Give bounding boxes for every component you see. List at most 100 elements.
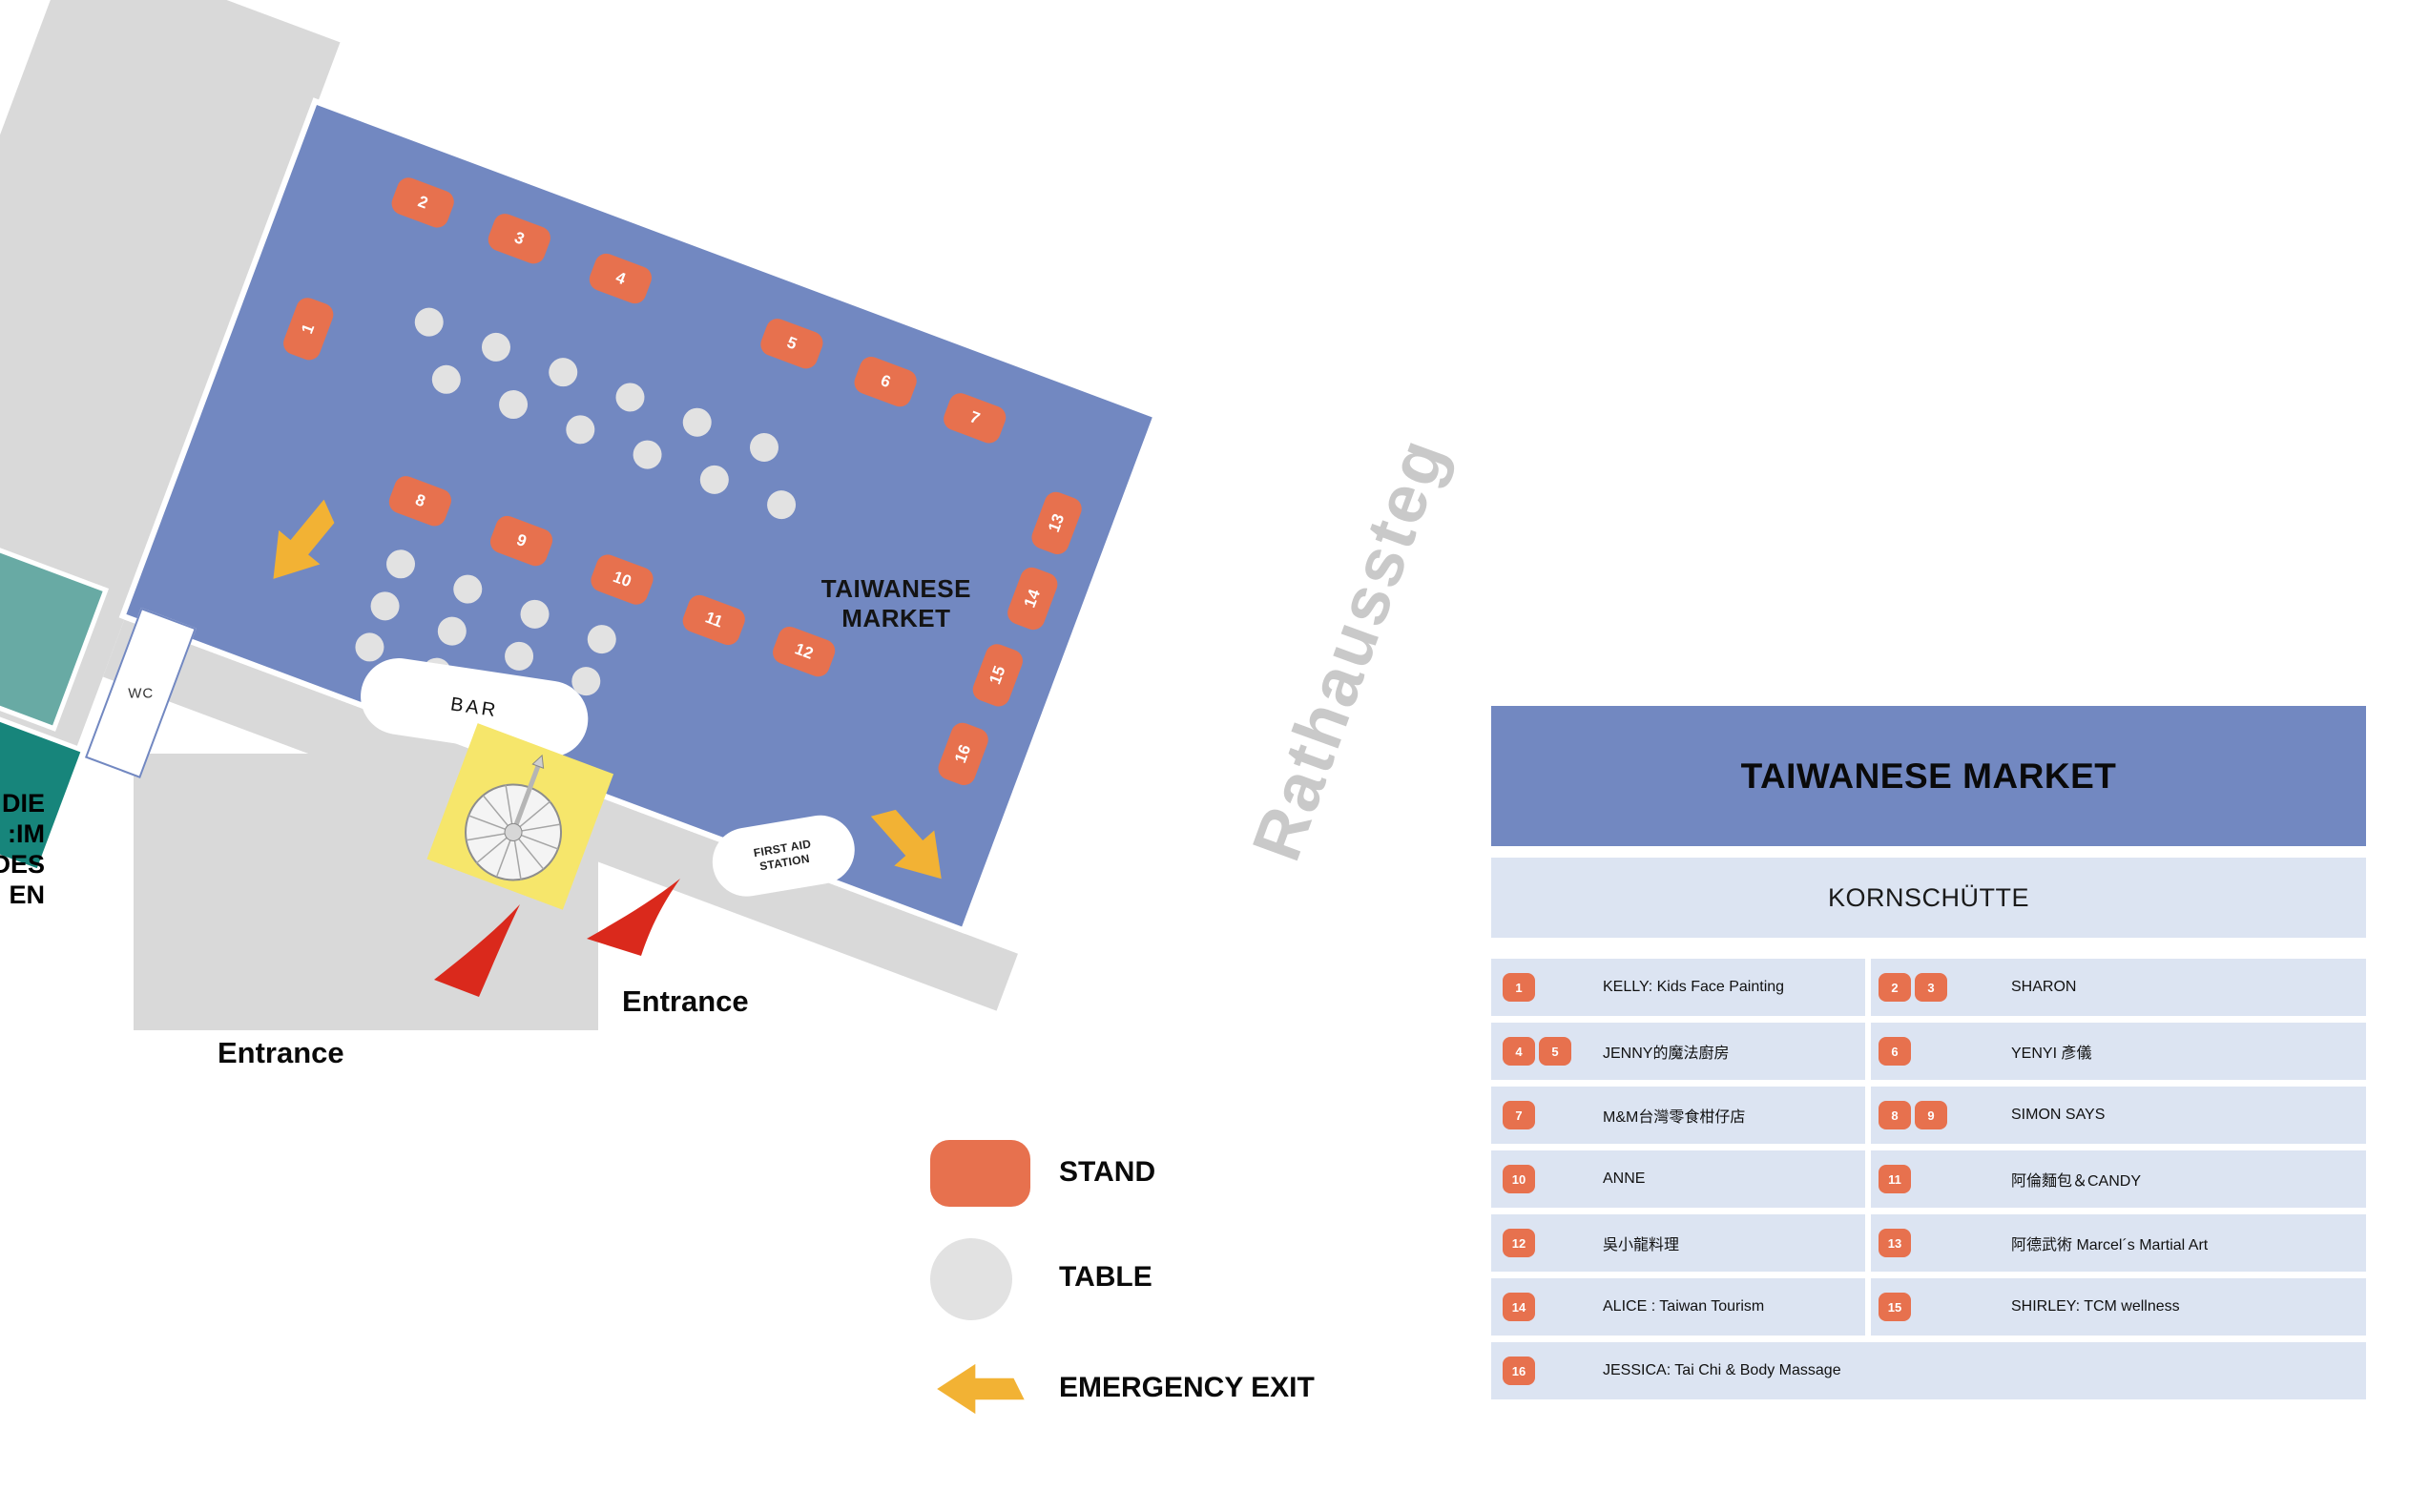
stand-symbol [930, 1140, 1030, 1207]
map-stand: 14 [1004, 564, 1061, 633]
stand-number-badge: 1 [1503, 973, 1535, 1002]
emergency-exit-arrow-icon [870, 809, 942, 880]
vendor-name: ANNE [1603, 1170, 1646, 1187]
map-table [612, 379, 649, 416]
vendor-name: M&M台灣零食柑仔店 [1603, 1109, 1746, 1126]
directory-cell: 10 ANNE [1491, 1150, 1865, 1208]
stand-number-badge: 6 [1879, 1037, 1911, 1066]
directory-row: 4 5 JENNY的魔法廚房 6 YENYI 彥儀 [1491, 1023, 2366, 1080]
map-table [562, 411, 599, 448]
map-stand: 10 [587, 550, 657, 609]
directory-subtitle: KORNSCHÜTTE [1491, 858, 2366, 938]
directory-cell: 14 ALICE : Taiwan Tourism [1491, 1278, 1865, 1336]
vendor-name: SHIRLEY: TCM wellness [2011, 1298, 2180, 1315]
emergency-exit-symbol [937, 1363, 1025, 1415]
stand-number-badge: 10 [1503, 1165, 1535, 1193]
stand-number-badge: 11 [1879, 1165, 1911, 1193]
map-table [629, 436, 666, 473]
directory-cell: 8 9 SIMON SAYS [1871, 1087, 2366, 1144]
directory-row: 12 吳小龍料理 13 阿德武術 Marcel´s Martial Art [1491, 1214, 2366, 1272]
wc-label: WC [127, 684, 154, 701]
map-stand: 1 [280, 294, 337, 363]
directory-title: TAIWANESE MARKET [1491, 706, 2366, 846]
vendor-name: KELLY: Kids Face Painting [1603, 979, 1785, 995]
map-stand: 16 [935, 719, 992, 789]
directory-row: 1 KELLY: Kids Face Painting 2 3 SHARON [1491, 959, 2366, 1016]
stand-number-badge: 5 [1539, 1037, 1571, 1066]
map-stand: 3 [485, 210, 554, 267]
directory-row: 14 ALICE : Taiwan Tourism 15 SHIRLEY: TC… [1491, 1278, 2366, 1336]
directory-row: 7 M&M台灣零食柑仔店 8 9 SIMON SAYS [1491, 1087, 2366, 1144]
map-table [433, 612, 471, 650]
map-stand: 9 [487, 512, 556, 570]
stand-number-badge: 4 [1503, 1037, 1535, 1066]
map-stand: 5 [757, 315, 826, 372]
stand-number-badge: 14 [1503, 1293, 1535, 1321]
directory-cell: 11 阿倫麵包＆CANDY [1871, 1150, 2366, 1208]
emergency-exit-arrow-icon [273, 499, 335, 579]
map-table [745, 428, 783, 466]
directory-cell: 4 5 JENNY的魔法廚房 [1491, 1023, 1865, 1080]
entrance-label: Entrance [622, 984, 749, 1018]
market-floor-plan: 1 2 3 4 5 6 7 8 9 10 11 12 13 14 15 16 T… [84, 105, 1152, 927]
map-title: TAIWANESE MARKET [820, 573, 971, 632]
map-stand: 6 [851, 353, 921, 410]
stand-number-badge: 13 [1879, 1229, 1911, 1257]
entrance-arrow-icon [587, 879, 680, 956]
map-table [382, 546, 420, 583]
map-stand: 15 [969, 640, 1027, 710]
entrance-arrow-icon [434, 904, 520, 997]
vendor-name: JESSICA: Tai Chi & Body Massage [1603, 1362, 1841, 1378]
map-stand: 2 [388, 174, 458, 232]
stand-number-badge: 15 [1879, 1293, 1911, 1321]
legend: STAND TABLE EMERGENCY EXIT [916, 1135, 1450, 1431]
directory-cell: 16 JESSICA: Tai Chi & Body Massage [1491, 1342, 2366, 1399]
map-stand: 4 [586, 250, 655, 307]
directory-panel: TAIWANESE MARKET KORNSCHÜTTE 1 KELLY: Ki… [1491, 706, 2366, 1406]
directory-cell: 6 YENYI 彥儀 [1871, 1023, 2366, 1080]
directory-cell: 13 阿德武術 Marcel´s Martial Art [1871, 1214, 2366, 1272]
map-table [366, 588, 404, 625]
entrance-label: Entrance [218, 1036, 344, 1069]
map-table [583, 620, 621, 658]
stand-number-badge: 3 [1915, 973, 1947, 1002]
stand-number-badge: 8 [1879, 1101, 1911, 1129]
legend-exit-label: EMERGENCY EXIT [1059, 1372, 1315, 1403]
table-symbol [930, 1238, 1012, 1320]
legend-stand-label: STAND [1059, 1156, 1156, 1188]
directory-cell: 7 M&M台灣零食柑仔店 [1491, 1087, 1865, 1144]
vendor-name: YENYI 彥儀 [2011, 1046, 2092, 1062]
map-table [762, 486, 800, 524]
stand-number-badge: 9 [1915, 1101, 1947, 1129]
map-table [448, 570, 487, 608]
street-label: Rathaussteg [1237, 426, 1463, 871]
stand-number-badge: 12 [1503, 1229, 1535, 1257]
map-table [410, 303, 448, 341]
map-table [544, 353, 582, 391]
map-stand: 7 [940, 389, 1009, 446]
directory-cell: 1 KELLY: Kids Face Painting [1491, 959, 1865, 1016]
directory-row: 10 ANNE 11 阿倫麵包＆CANDY [1491, 1150, 2366, 1208]
stand-number-badge: 16 [1503, 1357, 1535, 1385]
vendor-name: SIMON SAYS [2011, 1107, 2106, 1123]
vendor-name: JENNY的魔法廚房 [1603, 1046, 1730, 1062]
bar-label: BAR [448, 693, 500, 721]
edge-cutoff-text: DIE :IM DES EN [0, 789, 45, 909]
map-table [351, 629, 388, 666]
directory-cell: 15 SHIRLEY: TCM wellness [1871, 1278, 2366, 1336]
vendor-name: 阿德武術 Marcel´s Martial Art [2011, 1237, 2209, 1253]
map-table [516, 595, 553, 633]
map-table [494, 385, 532, 424]
map-table [678, 404, 716, 442]
map-table [695, 461, 734, 499]
map-stand: 8 [385, 472, 455, 529]
map-table [500, 637, 538, 675]
vendor-name: 阿倫麵包＆CANDY [2011, 1173, 2142, 1190]
directory-cell: 12 吳小龍料理 [1491, 1214, 1865, 1272]
map-table [427, 361, 466, 399]
stand-number-badge: 7 [1503, 1101, 1535, 1129]
map-stand: 11 [679, 591, 749, 649]
map-stand: 13 [1028, 488, 1086, 558]
directory-cell: 2 3 SHARON [1871, 959, 2366, 1016]
